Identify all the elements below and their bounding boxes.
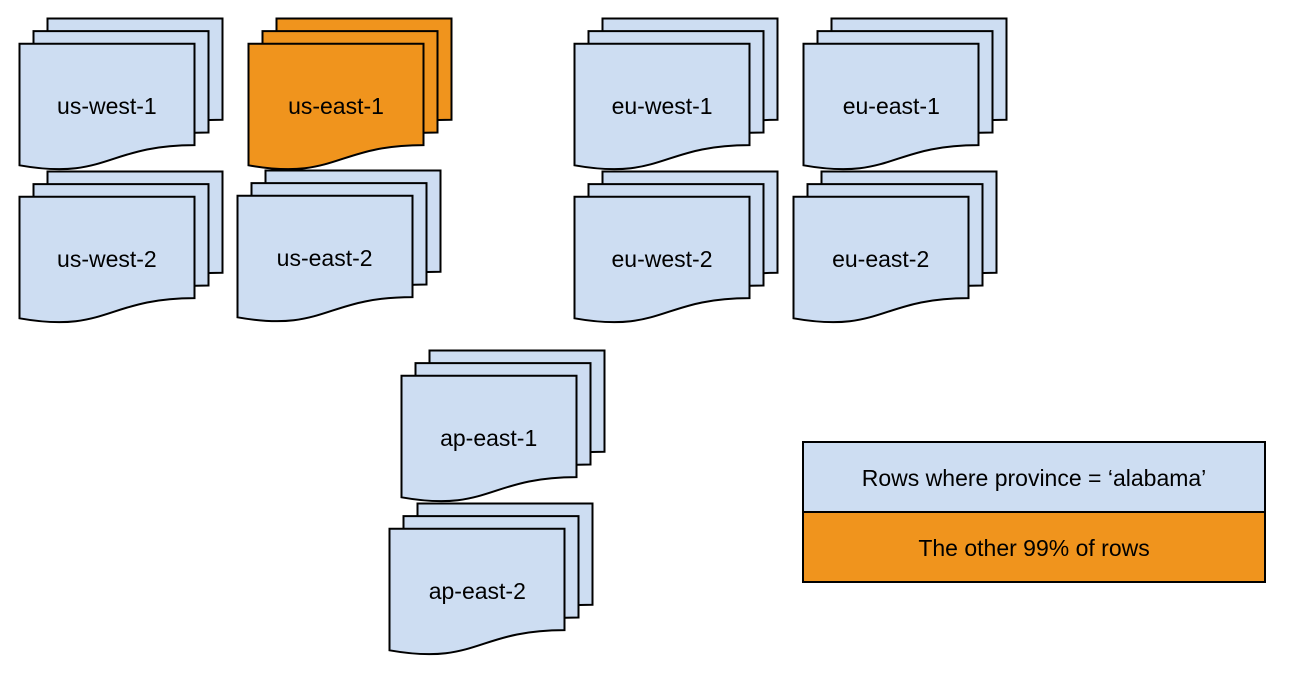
- stack-us-east-2: us-east-2: [236, 169, 442, 334]
- stack-eu-west-1: eu-west-1: [573, 17, 779, 182]
- document-sheet-front: [18, 195, 196, 323]
- stack-ap-east-1: ap-east-1: [400, 349, 606, 514]
- document-stack-icon: [400, 349, 606, 503]
- document-sheet-front: [18, 42, 196, 171]
- stack-eu-east-1: eu-east-1: [802, 17, 1008, 182]
- document-sheet-front: [400, 375, 578, 503]
- document-stack-icon: [792, 170, 998, 323]
- document-sheet-front: [573, 42, 751, 171]
- legend-row-alabama: Rows where province = ‘alabama’: [803, 443, 1265, 512]
- document-stack-icon: [18, 170, 224, 323]
- stack-us-east-1: us-east-1: [247, 17, 453, 182]
- document-sheet-front: [792, 195, 970, 323]
- legend: Rows where province = ‘alabama’ The othe…: [801, 441, 1267, 583]
- document-sheet-front: [247, 42, 425, 171]
- document-stack-icon: [247, 17, 453, 171]
- stack-eu-east-2: eu-east-2: [792, 170, 998, 335]
- document-stack-icon: [236, 169, 442, 323]
- document-sheet-front: [802, 43, 980, 171]
- document-stack-icon: [573, 170, 779, 323]
- document-sheet-front: [573, 195, 751, 323]
- document-stack-icon: [573, 17, 779, 171]
- document-sheet-front: [236, 195, 414, 323]
- document-sheet-front: [388, 527, 566, 655]
- stack-eu-west-2: eu-west-2: [573, 170, 779, 335]
- stack-us-west-1: us-west-1: [18, 17, 224, 182]
- document-stack-icon: [388, 502, 594, 655]
- stack-ap-east-2: ap-east-2: [388, 502, 594, 667]
- stack-us-west-2: us-west-2: [18, 170, 224, 335]
- document-stack-icon: [802, 17, 1008, 171]
- document-stack-icon: [18, 17, 224, 171]
- legend-row-other-rows: The other 99% of rows: [803, 511, 1265, 581]
